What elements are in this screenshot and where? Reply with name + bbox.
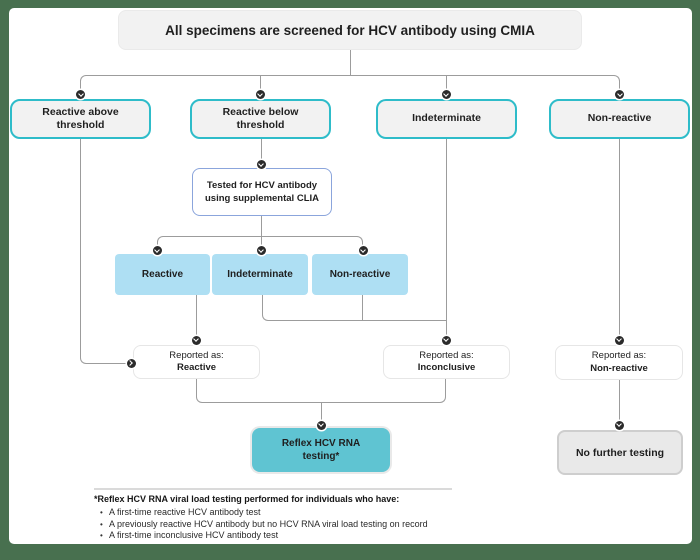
footnote-heading: *Reflex HCV RNA viral load testing perfo… <box>94 494 400 504</box>
chevron-down-icon <box>360 246 366 253</box>
flow-arrow-marker <box>256 246 266 255</box>
chevron-down-icon <box>258 160 264 167</box>
title-node: All specimens are screened for HCV antib… <box>118 10 582 50</box>
node-label: Indeterminate <box>227 269 293 280</box>
chevron-right-icon <box>127 360 134 366</box>
footnote: *Reflex HCV RNA viral load testing perfo… <box>94 494 466 542</box>
reported-value: Non-reactive <box>590 362 648 374</box>
title-text: All specimens are screened for HCV antib… <box>165 22 535 38</box>
connector-line <box>261 236 262 250</box>
node-label: Reactive <box>141 269 184 280</box>
node-label: Reflex HCV RNA testing* <box>281 438 361 462</box>
reported-value: Inconclusive <box>417 362 476 373</box>
node-label: Tested for HCV antibody using supplement… <box>204 179 319 204</box>
connector-line <box>157 236 363 250</box>
reported-prefix: Reported as: <box>419 349 474 361</box>
bullet-icon: • <box>100 519 103 529</box>
reported-value: Reactive <box>176 362 217 373</box>
node-reported-reactive: Reported as: Reactive <box>133 345 260 379</box>
flow-arrow-marker <box>614 420 624 430</box>
connector-line <box>80 139 128 364</box>
flow-arrow-marker <box>126 358 136 368</box>
connector-line <box>80 75 620 95</box>
node-reported-non-reactive: Reported as: Non-reactive <box>555 345 683 380</box>
chevron-down-icon <box>318 421 324 428</box>
connector-line <box>196 379 446 403</box>
footnote-bullet-item: • A first-time reactive HCV antibody tes… <box>94 507 466 519</box>
connector-line <box>262 295 447 321</box>
connector-line <box>362 295 363 321</box>
flow-arrow-marker <box>316 420 326 430</box>
reported-prefix: Reported as: <box>591 350 647 362</box>
node-reactive-above-threshold: Reactive above threshold <box>10 99 151 139</box>
connector-line <box>446 75 447 95</box>
footnote-bullet-item: • A first-time inconclusive HCV antibody… <box>94 530 466 542</box>
flow-arrow-marker <box>614 335 624 345</box>
footnote-bullet-text: A first-time reactive HCV antibody test <box>109 507 261 517</box>
node-non-reactive: Non-reactive <box>549 99 690 139</box>
footnote-bullet-text: A previously reactive HCV antibody but n… <box>109 518 428 529</box>
node-indeterminate: Indeterminate <box>376 99 517 139</box>
connector-line <box>261 216 262 236</box>
connector-line <box>261 139 262 164</box>
chevron-down-icon <box>443 336 449 343</box>
flow-arrow-marker <box>256 160 266 169</box>
flow-arrow-marker <box>441 335 451 345</box>
node-clia-non-reactive: Non-reactive <box>312 254 408 295</box>
connector-line <box>350 50 351 75</box>
connector-line <box>619 380 620 422</box>
flow-arrow-marker <box>358 246 368 255</box>
connector-line <box>619 139 620 337</box>
node-clia-reactive: Reactive <box>115 254 210 295</box>
node-label: No further testing <box>575 446 665 459</box>
node-label: Reactive below threshold <box>222 105 299 131</box>
flow-arrow-marker <box>255 90 265 99</box>
connector-line <box>321 403 322 422</box>
chevron-down-icon <box>616 90 623 97</box>
reported-prefix: Reported as: <box>169 349 224 361</box>
flow-arrow-marker <box>441 90 451 99</box>
connector-line <box>446 139 447 337</box>
node-label: Non-reactive <box>587 112 652 125</box>
flow-arrow-marker <box>615 90 624 99</box>
chevron-down-icon <box>77 90 84 97</box>
footnote-bullet-item: • A previously reactive HCV antibody but… <box>94 519 466 531</box>
chevron-down-icon <box>616 421 622 428</box>
node-clia-indeterminate: Indeterminate <box>212 254 308 295</box>
flow-arrow-marker <box>76 90 85 99</box>
flow-arrow-marker <box>152 246 162 255</box>
node-reflex-hcv-rna-testing: Reflex HCV RNA testing* <box>252 428 390 472</box>
chevron-down-icon <box>258 246 264 253</box>
footnote-divider <box>94 488 452 490</box>
connector-line <box>196 295 197 337</box>
node-label: Indeterminate <box>412 112 481 125</box>
connector-line <box>260 75 261 95</box>
node-reactive-below-threshold: Reactive below threshold <box>190 99 331 139</box>
bullet-icon: • <box>100 531 103 540</box>
bullet-icon: • <box>100 508 103 517</box>
chevron-down-icon <box>443 90 449 97</box>
node-supplemental-clia: Tested for HCV antibody using supplement… <box>192 168 332 216</box>
chevron-down-icon <box>257 90 263 97</box>
footnote-bullet-text: A first-time inconclusive HCV antibody t… <box>109 530 279 540</box>
chevron-down-icon <box>616 336 622 343</box>
node-label: Reactive above threshold <box>42 105 119 131</box>
node-no-further-testing: No further testing <box>557 430 683 475</box>
node-reported-inconclusive: Reported as: Inconclusive <box>383 345 510 379</box>
node-label: Non-reactive <box>329 269 391 280</box>
chevron-down-icon <box>154 246 160 253</box>
flow-arrow-marker <box>191 335 201 345</box>
chevron-down-icon <box>193 336 199 343</box>
